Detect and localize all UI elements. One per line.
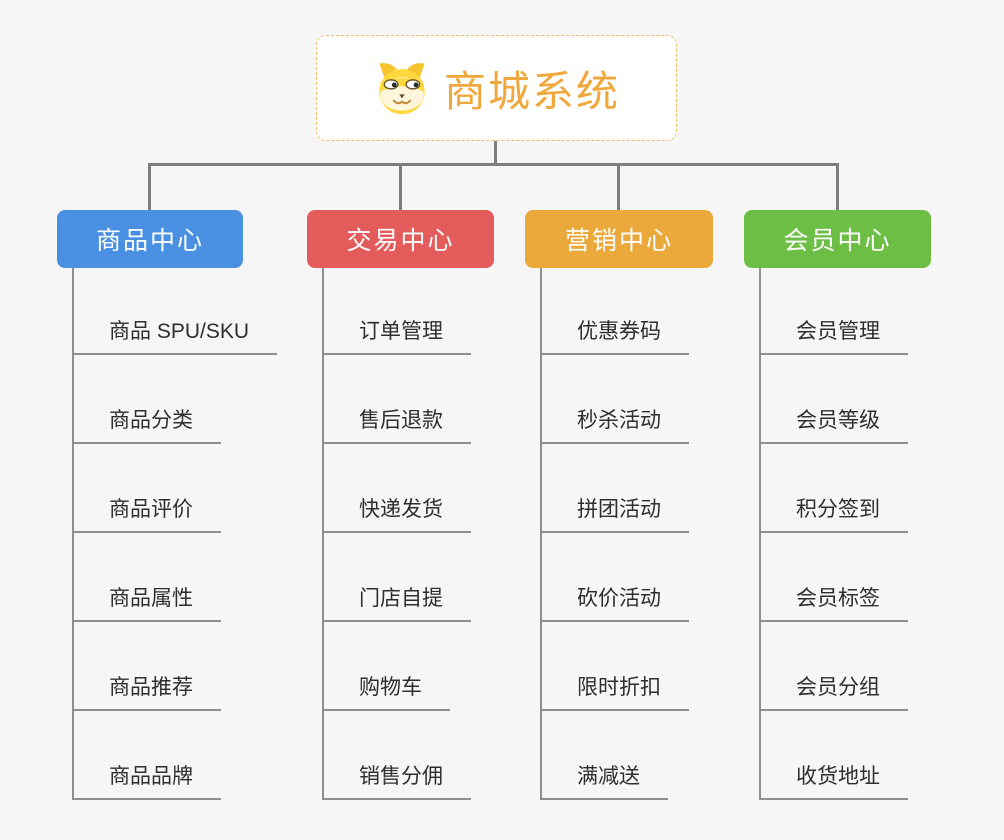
branch-drop-line xyxy=(148,163,151,210)
branch-header-member[interactable]: 会员中心 xyxy=(744,210,931,268)
topic-node[interactable]: 订单管理 xyxy=(324,319,471,355)
branch-header-product[interactable]: 商品中心 xyxy=(57,210,243,268)
topic-node[interactable]: 会员标签 xyxy=(761,586,908,622)
topic-node[interactable]: 商品 SPU/SKU xyxy=(74,319,278,355)
topic-node[interactable]: 销售分佣 xyxy=(324,764,471,800)
root-node[interactable]: 商城系统 xyxy=(316,35,677,141)
branch-column-marketing: 优惠券码 秒杀活动 拼团活动 砍价活动 限时折扣 满减送 xyxy=(540,268,689,800)
branch-drop-line xyxy=(399,163,402,210)
branch-column-product: 商品 SPU/SKU 商品分类 商品评价 商品属性 商品推荐 商品品牌 xyxy=(72,268,278,800)
topic-node[interactable]: 砍价活动 xyxy=(542,586,689,622)
dog-face-icon xyxy=(379,63,425,115)
root-stem-line xyxy=(494,140,497,166)
topic-node[interactable]: 会员分组 xyxy=(761,675,908,711)
topic-node[interactable]: 商品分类 xyxy=(74,408,221,444)
branch-column-trade: 订单管理 售后退款 快递发货 门店自提 购物车 销售分佣 xyxy=(322,268,471,800)
topic-node[interactable]: 优惠券码 xyxy=(542,319,689,355)
topic-node[interactable]: 商品品牌 xyxy=(74,764,221,800)
topic-node[interactable]: 满减送 xyxy=(542,764,668,800)
branch-bus-line xyxy=(148,163,839,166)
topic-node[interactable]: 门店自提 xyxy=(324,586,471,622)
topic-node[interactable]: 秒杀活动 xyxy=(542,408,689,444)
topic-node[interactable]: 积分签到 xyxy=(761,497,908,533)
topic-node[interactable]: 商品属性 xyxy=(74,586,221,622)
topic-node[interactable]: 会员管理 xyxy=(761,319,908,355)
topic-node[interactable]: 拼团活动 xyxy=(542,497,689,533)
topic-node[interactable]: 商品评价 xyxy=(74,497,221,533)
topic-node[interactable]: 限时折扣 xyxy=(542,675,689,711)
topic-node[interactable]: 收货地址 xyxy=(761,764,908,800)
topic-node[interactable]: 快递发货 xyxy=(324,497,471,533)
root-title: 商城系统 xyxy=(443,67,620,115)
branch-header-trade[interactable]: 交易中心 xyxy=(307,210,494,268)
branch-drop-line xyxy=(617,163,620,210)
branch-header-marketing[interactable]: 营销中心 xyxy=(525,210,713,268)
topic-node[interactable]: 售后退款 xyxy=(324,408,471,444)
topic-node[interactable]: 会员等级 xyxy=(761,408,908,444)
topic-node[interactable]: 购物车 xyxy=(324,675,450,711)
branch-column-member: 会员管理 会员等级 积分签到 会员标签 会员分组 收货地址 xyxy=(759,268,908,800)
topic-node[interactable]: 商品推荐 xyxy=(74,675,221,711)
branch-drop-line xyxy=(836,163,839,210)
